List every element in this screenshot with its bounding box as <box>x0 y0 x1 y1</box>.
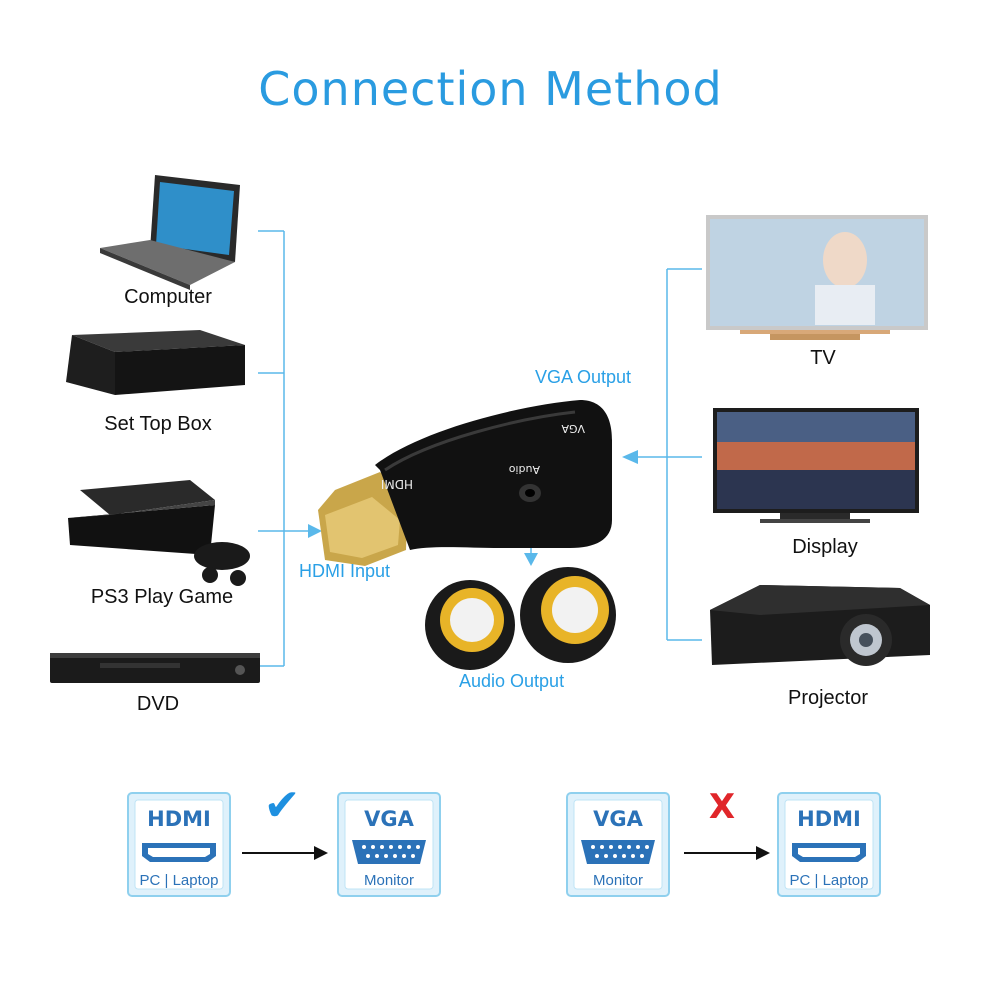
badge-vga-source: VGA Monitor <box>566 792 670 897</box>
set-top-box-icon <box>66 330 245 395</box>
compat-arrow-1 <box>314 846 328 860</box>
projector-icon <box>710 585 930 666</box>
badge-vga-target: VGA Monitor <box>337 792 441 897</box>
badge-title: VGA <box>364 807 414 831</box>
input-label-dvd: DVD <box>136 693 180 715</box>
compat-supported: HDMI PC | Laptop ✔ VGA Monitor <box>127 780 441 897</box>
audio-output-label: Audio Output <box>459 671 565 691</box>
adapter-hdmi-label: HDMI <box>381 477 413 491</box>
badge-hdmi-target: HDMI PC | Laptop <box>777 792 881 897</box>
dvd-player-icon <box>50 653 260 683</box>
compat-arrow-2 <box>756 846 770 860</box>
hdmi-input-label: HDMI Input <box>299 561 391 581</box>
page-title: Connection Method <box>258 62 723 116</box>
laptop-icon <box>100 175 240 290</box>
cross-icon: X <box>709 787 735 827</box>
badge-title: HDMI <box>147 807 211 831</box>
badge-hdmi-source: HDMI PC | Laptop <box>127 792 231 897</box>
hdmi-vga-adapter <box>318 400 612 566</box>
speakers-icon <box>425 567 616 670</box>
check-icon: ✔ <box>264 780 301 831</box>
vga-port-icon <box>352 840 426 864</box>
display-icon <box>713 408 919 523</box>
output-label-projector: Projector <box>787 687 869 709</box>
badge-subtitle: Monitor <box>593 872 643 889</box>
badge-subtitle: Monitor <box>364 872 414 889</box>
adapter-vga-label: VGA <box>561 422 585 435</box>
badge-title: HDMI <box>797 807 861 831</box>
compat-unsupported: VGA Monitor X HDMI PC | Laptop <box>566 787 881 897</box>
badge-subtitle: PC | Laptop <box>790 872 869 889</box>
badge-title: VGA <box>593 807 643 831</box>
hdmi-input-arrow <box>308 524 322 538</box>
input-label-computer: Computer <box>124 286 212 308</box>
vga-output-arrow <box>622 450 638 464</box>
output-label-tv: TV <box>810 347 836 369</box>
input-label-ps3: PS3 Play Game <box>90 586 234 608</box>
output-label-display: Display <box>792 536 858 558</box>
input-connector-lines <box>258 230 312 667</box>
adapter-audio-label: Audio <box>508 463 540 476</box>
game-console-icon <box>68 480 250 586</box>
vga-output-label: VGA Output <box>535 367 632 387</box>
output-connector-lines <box>636 268 702 641</box>
tv-icon <box>706 215 928 340</box>
audio-output-arrow <box>524 553 538 566</box>
badge-subtitle: PC | Laptop <box>140 872 219 889</box>
input-label-set-top-box: Set Top Box <box>104 413 212 435</box>
vga-port-icon <box>581 840 655 864</box>
